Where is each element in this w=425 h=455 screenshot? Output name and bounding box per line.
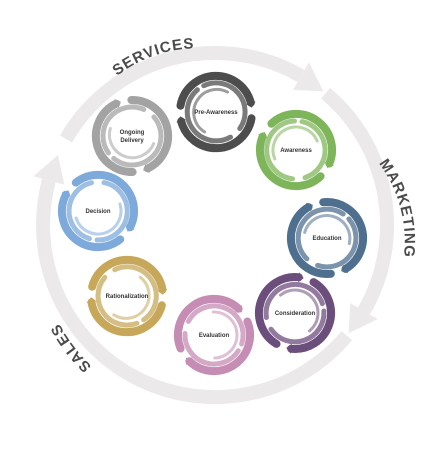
swirl-arc: [94, 180, 130, 243]
swirl-arc: [58, 190, 125, 252]
swirl-arc: [267, 109, 337, 168]
outer-ring-arrowhead: [348, 303, 378, 334]
swirl-arrowhead: [176, 116, 187, 123]
swirl-arc: [127, 95, 173, 173]
swirl-arc: [303, 214, 352, 246]
stage-label: Awareness: [280, 148, 312, 154]
swirl-arc: [66, 180, 94, 242]
stage-label: Delivery: [120, 138, 144, 144]
swirl-arc: [211, 310, 239, 360]
stage-label: Consideration: [275, 311, 316, 317]
stage-node: Consideration: [255, 272, 335, 354]
swirl-arc: [192, 87, 229, 134]
stage-node: Awareness: [255, 109, 337, 191]
swirl-arc: [176, 71, 255, 110]
swirl-arc: [268, 308, 327, 345]
swirl-arc: [299, 119, 328, 181]
stage-center: [196, 92, 236, 132]
swirl-arc: [112, 264, 159, 323]
stage-label: Pre-Awareness: [194, 110, 238, 116]
swirl-arc: [87, 298, 166, 337]
stage-center: [194, 315, 234, 355]
swirl-arc: [74, 202, 123, 236]
stage-center: [107, 276, 147, 316]
swirl-arrowhead: [286, 343, 292, 354]
swirl-arrowhead: [114, 99, 121, 109]
swirl-arrowhead: [235, 305, 242, 313]
swirl-arc: [255, 273, 303, 348]
stage-label: Evaluation: [199, 333, 230, 339]
swirl-arc: [111, 114, 164, 168]
swirl-arc: [263, 281, 325, 320]
swirl-arc: [271, 125, 319, 161]
swirl-arc: [71, 170, 138, 232]
stage-center: [307, 218, 347, 258]
swirl-arrowhead: [157, 288, 168, 295]
swirl-arc: [315, 216, 359, 270]
stage-node: Decision: [58, 170, 138, 252]
stage-center: [112, 116, 152, 156]
stage-node: Evaluation: [173, 294, 255, 376]
swirl-arc: [100, 104, 147, 156]
swirl-arrowhead: [324, 161, 334, 168]
swirl-arrowhead: [61, 190, 71, 197]
swirl-arc: [184, 87, 233, 144]
swirl-arrowhead: [341, 264, 349, 274]
stage-center: [78, 191, 118, 231]
swirl-arc: [91, 99, 137, 177]
swirl-arc: [319, 198, 367, 273]
swirl-arc: [255, 132, 325, 191]
stage-node: Pre-Awareness: [176, 71, 256, 153]
stage-label: Education: [312, 236, 341, 242]
stage-label: Rationalization: [106, 294, 149, 300]
swirl-arc: [88, 255, 167, 294]
swirl-arrowhead: [125, 225, 135, 232]
swirl-arc: [177, 114, 256, 153]
swirl-arc: [264, 118, 297, 182]
stage-node: Education: [287, 198, 367, 278]
stage-label: Ongoing: [120, 130, 145, 136]
swirl-arrowhead: [305, 202, 313, 212]
swirl-arrowhead: [143, 163, 150, 173]
swirl-arc: [112, 275, 151, 320]
swirl-arc: [185, 303, 246, 347]
swirl-arc: [279, 288, 320, 333]
swirl-arrowhead: [298, 272, 304, 283]
swirl-arc: [287, 278, 335, 353]
outer-cycle-ring: [33, 45, 395, 405]
outer-ring-segment: [36, 178, 353, 405]
swirl-arc: [201, 80, 248, 132]
swirl-arrowhead: [245, 101, 256, 108]
swirl-arrowhead: [86, 297, 97, 304]
outer-ring-arrowhead: [33, 155, 65, 185]
stage-center: [275, 293, 315, 333]
swirl-arc: [173, 294, 243, 353]
swirl-arrowhead: [186, 357, 193, 365]
swirl-arc: [182, 331, 241, 367]
swirl-arc: [287, 203, 335, 278]
swirl-arc: [107, 127, 156, 160]
swirl-arc: [295, 206, 346, 262]
swirl-arrowhead: [258, 132, 268, 139]
outer-ring-segment: [321, 87, 395, 315]
stage-label: Decision: [85, 209, 110, 215]
stage-swirls: Pre-AwarenessAwarenessEducationConsidera…: [58, 71, 367, 376]
stage-center: [276, 130, 316, 170]
outer-ring-arrowhead: [293, 62, 324, 92]
outer-ring-segment: [59, 45, 305, 143]
swirl-arc: [185, 317, 255, 376]
swirl-arc: [95, 274, 140, 328]
stage-node: Rationalization: [86, 255, 168, 337]
